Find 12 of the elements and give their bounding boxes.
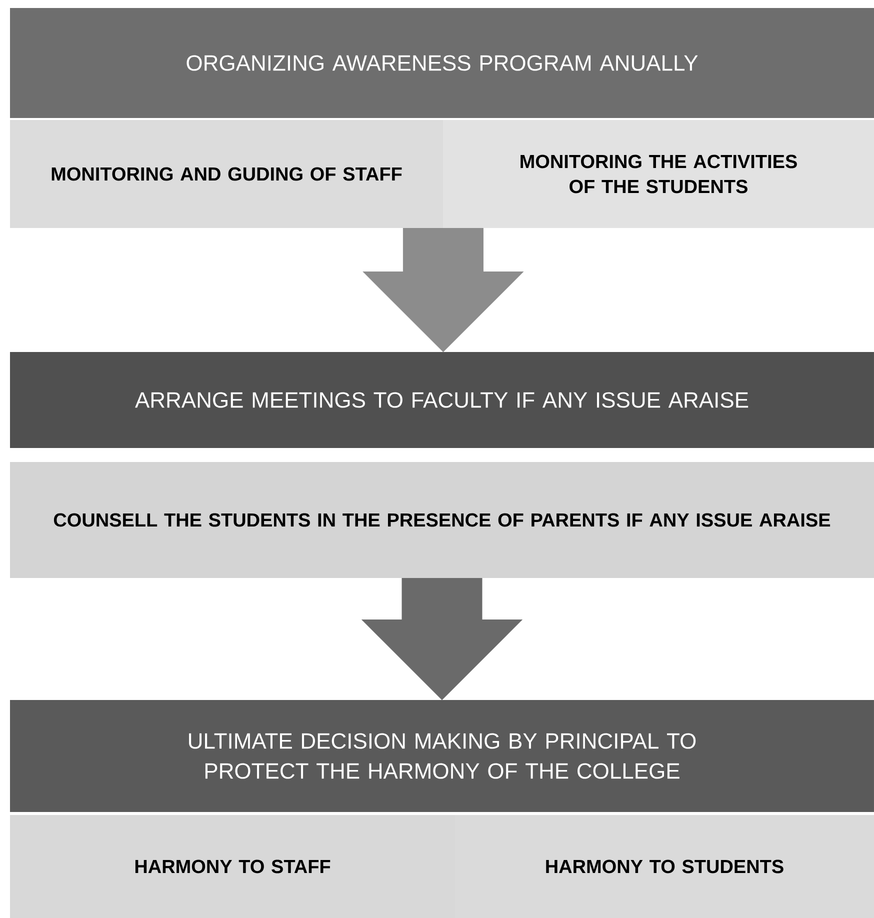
block-arrow (362, 578, 522, 700)
header-band: ULTIMATE DECISION MAKING BY PRINCIPAL TO PROTECT THE HARMONY OF THE COLLEGE (10, 700, 874, 812)
block-arrow (362, 228, 524, 352)
content-box: MONITORING AND GUDING OF STAFF (10, 120, 443, 228)
header-band: ARRANGE MEETINGS TO FACULTY IF ANY ISSUE ARAISE (10, 352, 874, 448)
content-box: MONITORING THE ACTIVITIES OF THE STUDENTS (443, 120, 874, 228)
content-box: COUNSELL THE STUDENTS IN THE PRESENCE OF PARENTS IF ANY ISSUE ARAISE (10, 462, 874, 578)
node-label: HARMONY TO STAFF (135, 860, 330, 874)
content-box: HARMONY TO STAFF (10, 815, 455, 918)
content-box: HARMONY TO STUDENTS (455, 815, 874, 918)
node-label: HARMONY TO STUDENTS (546, 860, 784, 874)
header-band: ORGANIZING AWARENESS PROGRAM ANUALLY (10, 8, 874, 118)
